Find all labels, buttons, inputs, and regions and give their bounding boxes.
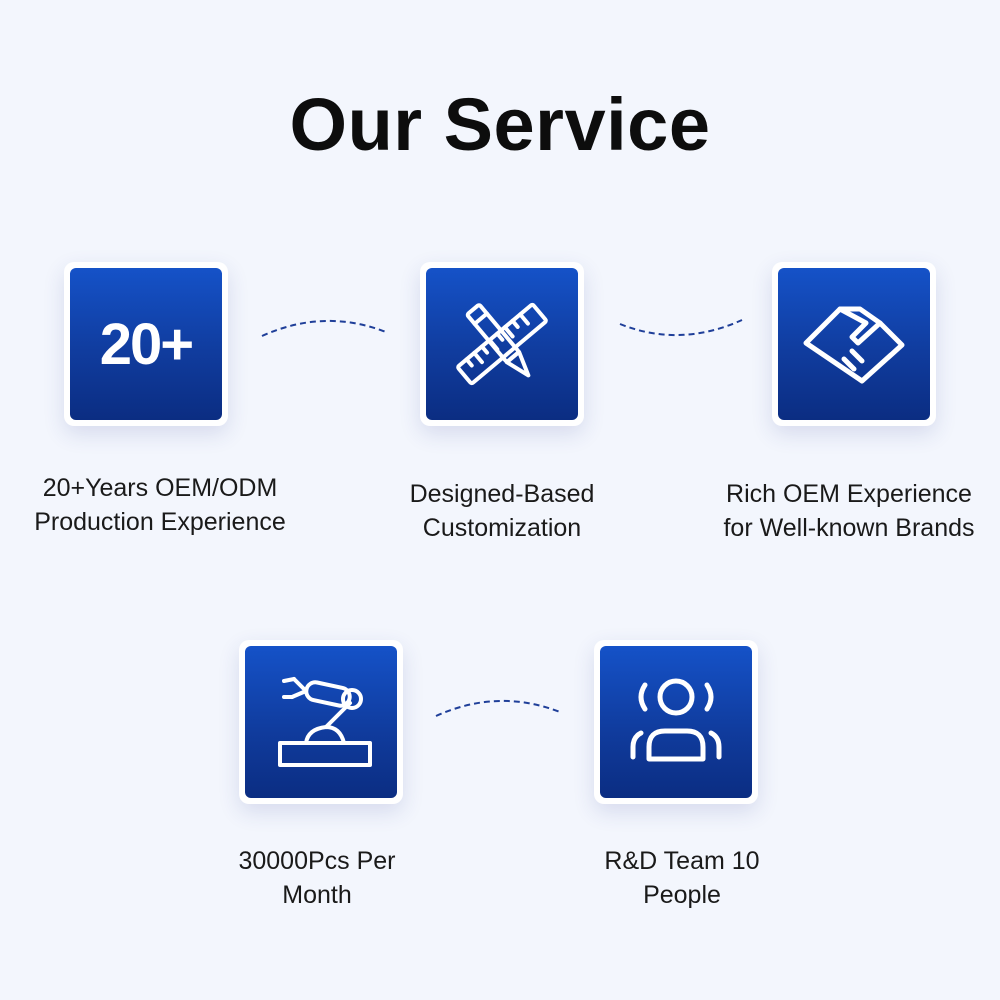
caption-line: Designed-Based (409, 480, 595, 508)
number-20-plus-icon: 20+ (99, 311, 194, 377)
service-tile-brands (772, 262, 936, 426)
caption-line: 30000Pcs Per (238, 847, 396, 875)
service-caption-brands: Rich OEM Experience for Well-known Brand… (689, 477, 1000, 545)
team-person-icon (630, 678, 722, 762)
robot-arm-icon (278, 677, 372, 767)
caption-line: Production Experience (34, 508, 286, 536)
connector-line-2 (619, 319, 743, 336)
caption-line: Customization (422, 514, 582, 542)
service-tile-team (594, 640, 758, 804)
caption-line: 20+Years OEM/ODM (42, 474, 278, 502)
caption-line: R&D Team 10 (604, 847, 760, 875)
service-caption-capacity: 30000Pcs Per Month (157, 844, 477, 912)
service-tile-experience: 20+ (64, 262, 228, 426)
pencil-ruler-icon (456, 302, 548, 386)
service-tile-customization (420, 262, 584, 426)
handshake-icon (803, 306, 905, 384)
caption-line: for Well-known Brands (723, 514, 975, 542)
caption-line: People (643, 881, 721, 909)
service-tile-capacity (239, 640, 403, 804)
connector-line-3 (435, 700, 561, 717)
page-title: Our Service (289, 83, 711, 166)
caption-line: Month (282, 881, 352, 909)
service-caption-team: R&D Team 10 People (522, 844, 842, 912)
caption-line: Rich OEM Experience (726, 480, 972, 508)
service-caption-experience: 20+Years OEM/ODM Production Experience (0, 471, 320, 539)
service-caption-customization: Designed-Based Customization (342, 477, 662, 545)
connector-line-1 (261, 320, 387, 337)
